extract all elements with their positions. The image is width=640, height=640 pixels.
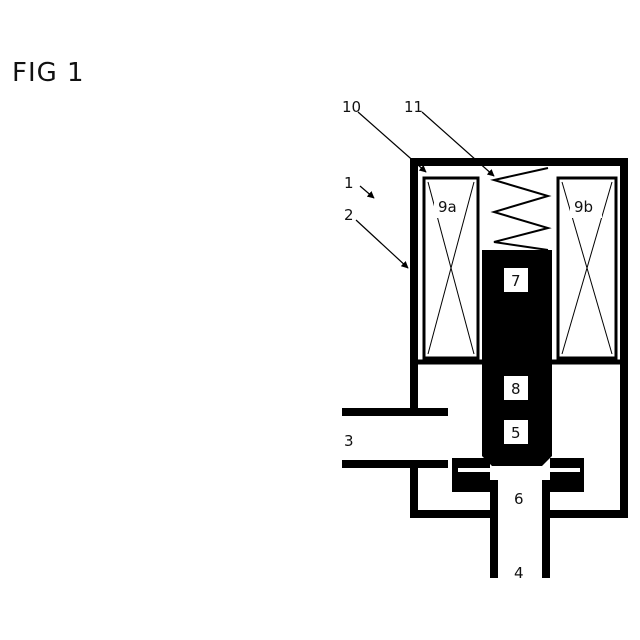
label-housing-assembly: 1 [344,174,354,192]
label-coil-right: 9b [574,198,593,216]
label-housing: 2 [344,206,354,224]
label-spring: 11 [404,98,423,116]
label-armature-mid: 8 [511,380,521,398]
label-coil-left: 9a [438,198,457,216]
label-valve-seat-channel: 6 [514,490,524,508]
label-pole-plate: 10 [342,98,361,116]
leader-2 [356,220,408,268]
leader-10 [358,112,426,172]
leader-11 [422,112,494,176]
label-armature-top: 7 [511,272,521,290]
label-inlet: 3 [344,432,354,450]
label-valve-seal: 5 [511,424,521,442]
label-outlet: 4 [514,564,524,582]
spring [494,168,548,250]
leader-1 [360,186,374,198]
valve-seat-gaps [458,468,580,472]
inlet-pipe [342,412,448,464]
